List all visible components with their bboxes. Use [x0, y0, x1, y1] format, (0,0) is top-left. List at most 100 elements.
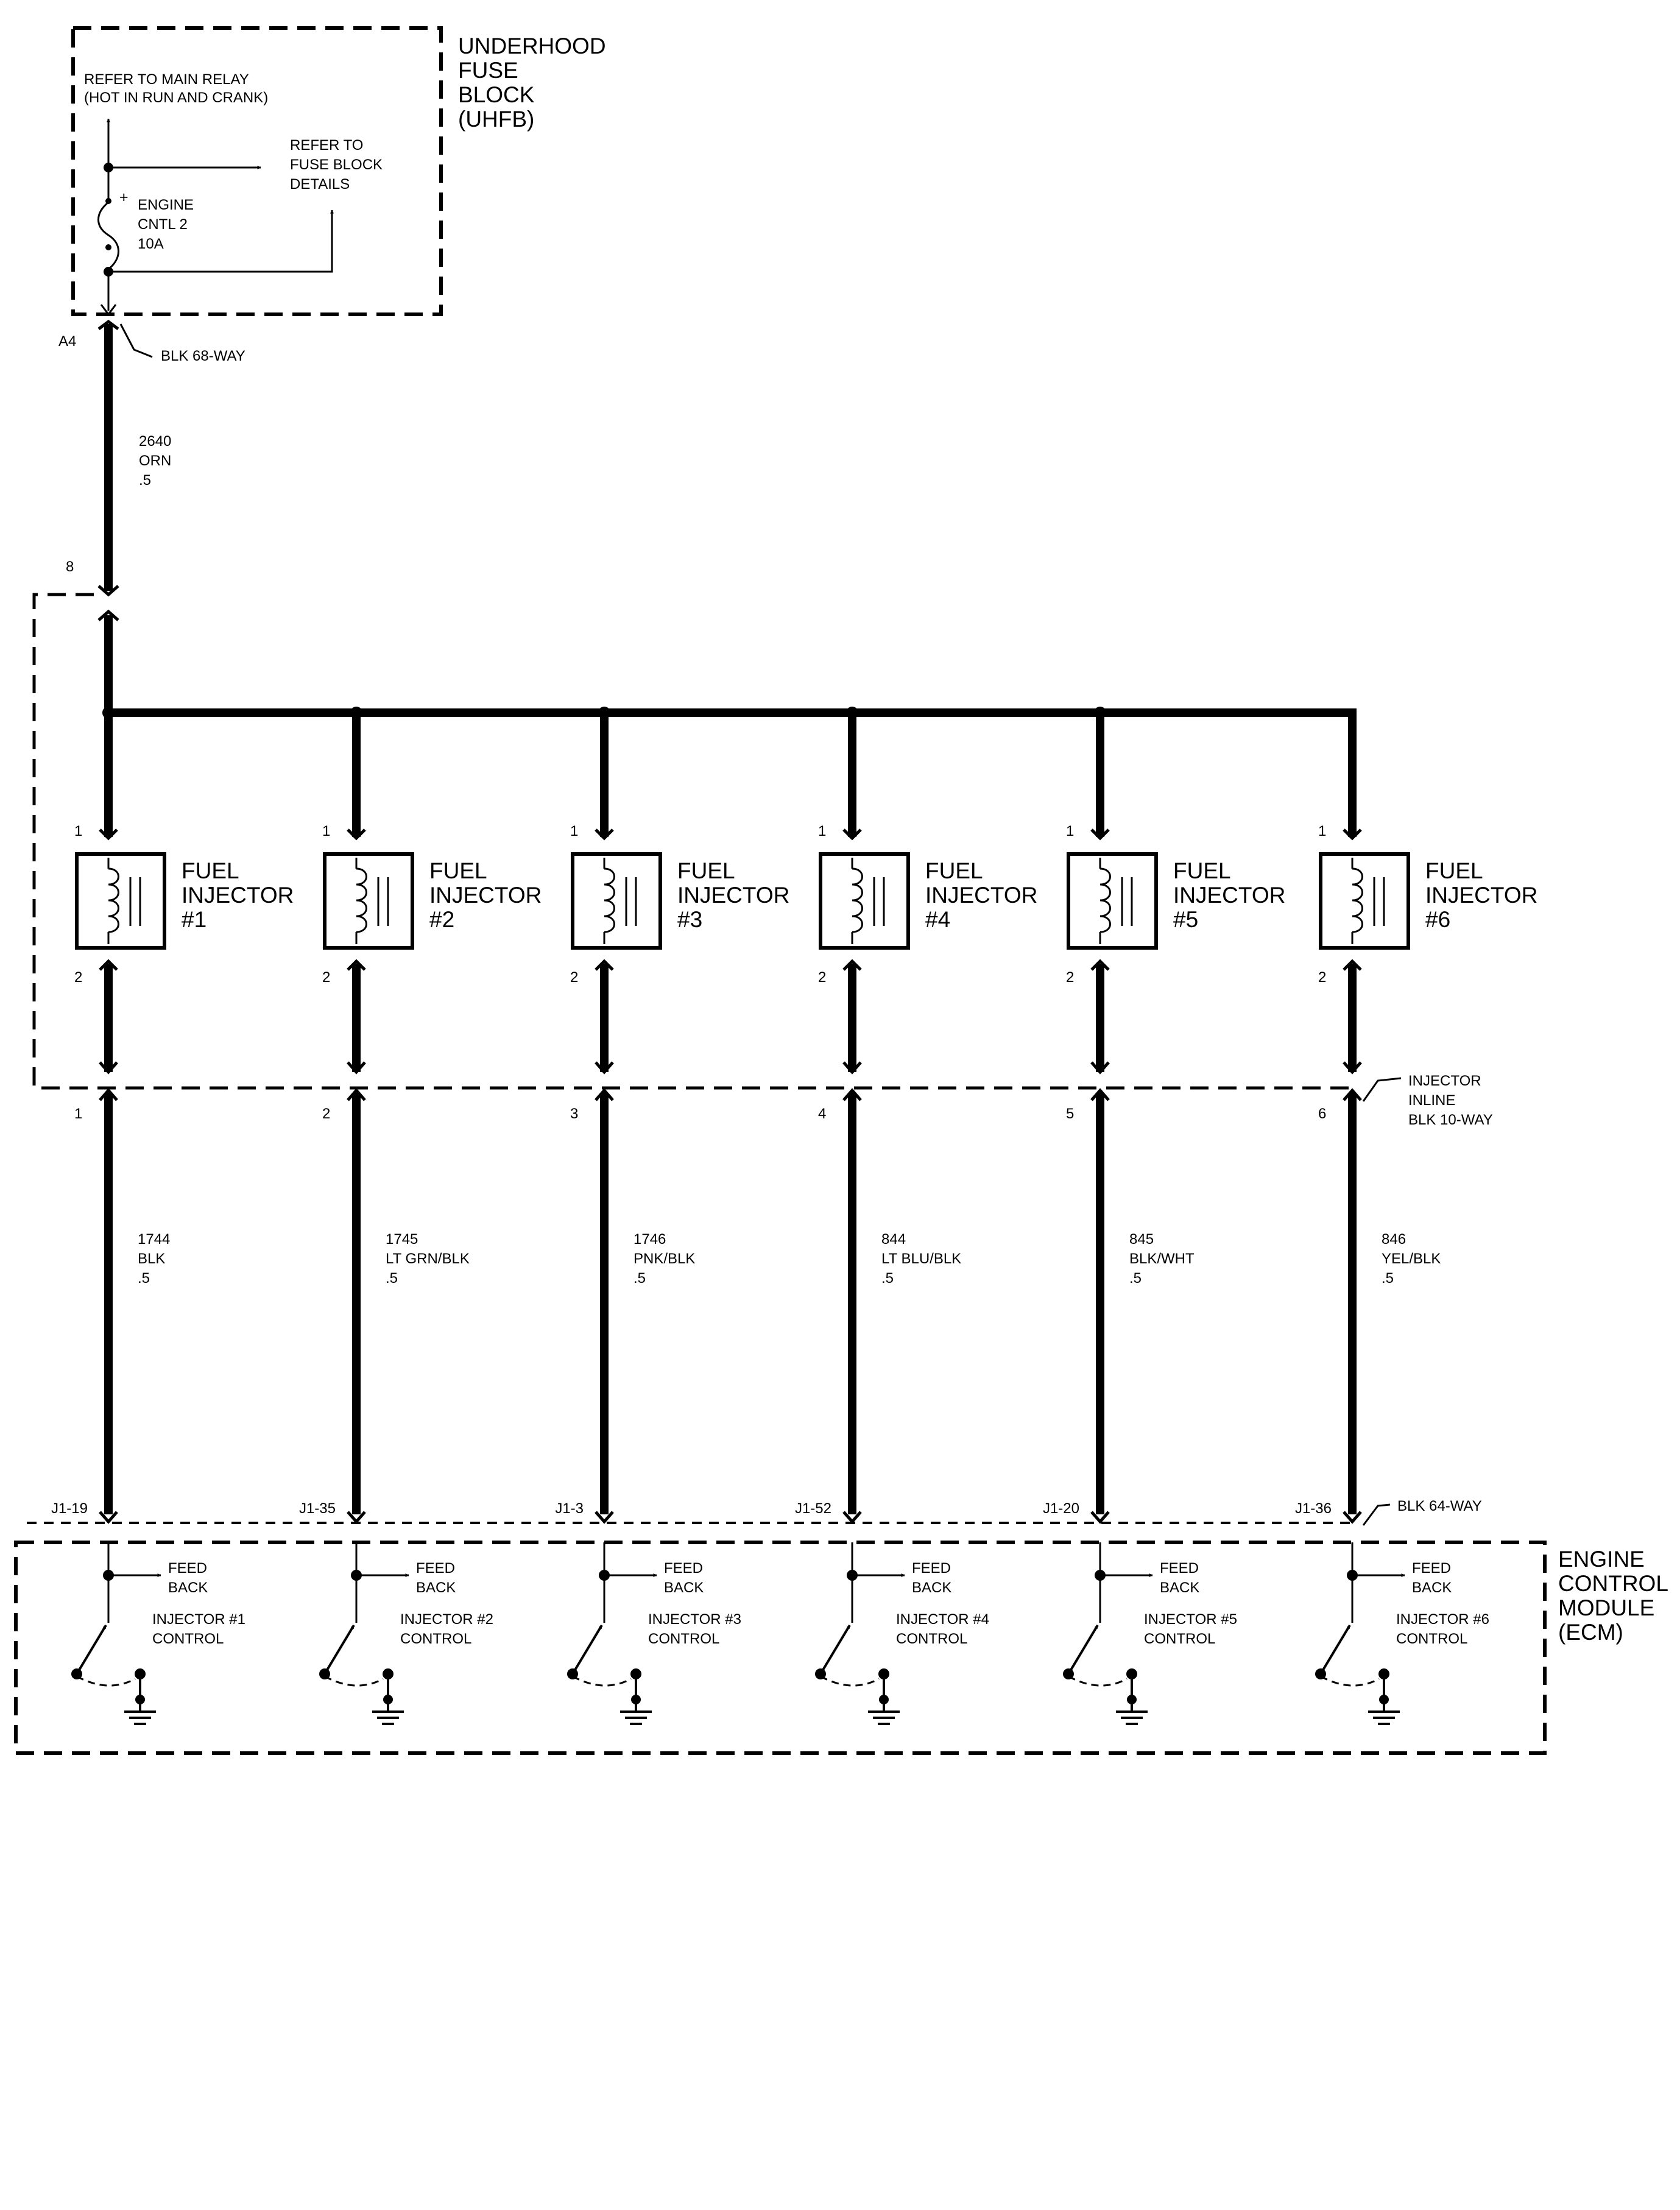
control-label-line-2: CONTROL [1396, 1631, 1467, 1647]
ecm-connector-chevron [595, 1511, 614, 1524]
ground-icon [868, 1710, 900, 1725]
driver-switch-dashed-link [76, 1675, 136, 1687]
control-label-line-1: INJECTOR #6 [1396, 1611, 1489, 1628]
control-wire-circuit: 1744 [138, 1231, 170, 1248]
feedback-node [847, 1570, 858, 1581]
injector-coil-icon [356, 867, 367, 933]
driver-switch-dashed-link [1068, 1675, 1128, 1687]
control-wire-gauge: .5 [1129, 1270, 1142, 1287]
injector-name-line-1: FUEL [429, 858, 487, 883]
feedback-label-line-1: FEED [912, 1560, 951, 1576]
control-label-line-1: INJECTOR #5 [1144, 1611, 1237, 1628]
injector-name-line-3: #6 [1425, 907, 1450, 932]
underhood-fuse-block: UNDERHOOD FUSE BLOCK (UHFB) REFER TO MAI… [58, 26, 606, 364]
inline-connector-line-1: INJECTOR [1408, 1073, 1481, 1089]
feed-wire-circuit: 2640 [139, 433, 171, 450]
injector-pin-2-chevron [99, 959, 118, 971]
injector-pin-1-chevron [842, 828, 862, 841]
driver-switch-dashed-link [820, 1675, 880, 1687]
feedback-label-line-2: BACK [416, 1580, 456, 1596]
injector-coil-icon [108, 867, 119, 933]
injector-name-line-1: FUEL [1173, 858, 1231, 883]
fuel-injector [75, 852, 166, 950]
injector-pin-out: 2 [74, 969, 82, 986]
inline-connector-chevron-down [1090, 1061, 1110, 1075]
inline-connector-chevron-down [595, 1061, 614, 1075]
control-wire-color: BLK/WHT [1129, 1251, 1195, 1267]
fuel-injector [1067, 852, 1158, 950]
injector-name-line-2: INJECTOR [429, 883, 542, 908]
ecm-title-line-3: MODULE [1558, 1595, 1654, 1620]
fuse-block-connector-leader [119, 323, 153, 358]
control-wire-circuit: 846 [1382, 1231, 1406, 1248]
injector-pin-out: 2 [322, 969, 330, 986]
fuel-injector [571, 852, 662, 950]
injector-name-line-2: INJECTOR [925, 883, 1037, 908]
fuse-block-title-line-1: UNDERHOOD [458, 34, 606, 58]
control-label-line-1: INJECTOR #3 [648, 1611, 741, 1628]
control-label-line-1: INJECTOR #1 [152, 1611, 245, 1628]
driver-switch-pivot [1063, 1668, 1074, 1679]
ground-node [879, 1695, 889, 1704]
control-wire-color: PNK/BLK [634, 1251, 695, 1267]
fuel-injector [323, 852, 414, 950]
driver-switch-pivot [815, 1668, 826, 1679]
fuse-block-title-line-3: BLOCK [458, 82, 535, 107]
feedback-label-line-2: BACK [912, 1580, 951, 1596]
injector-name-line-1: FUEL [1425, 858, 1483, 883]
ecm-connector-leader [1362, 1503, 1391, 1526]
injector-column-6: 1 FUEL INJECTOR #6 2 6 846 YEL/BLK .5 J1… [1295, 713, 1537, 1725]
injector-pin-2-chevron [595, 959, 614, 971]
inline-connector-chevron-down [1343, 1061, 1362, 1075]
driver-switch-blade [1067, 1624, 1099, 1675]
feedback-label-line-1: FEED [664, 1560, 703, 1576]
feed-wire-2640: 2640 ORN .5 8 [66, 319, 171, 621]
inline-pin: 3 [570, 1106, 578, 1122]
control-wire-circuit: 1745 [386, 1231, 418, 1248]
main-relay-ref-line-1: REFER TO MAIN RELAY [84, 71, 249, 88]
feedback-label-line-2: BACK [1412, 1580, 1452, 1596]
injector-name-line-1: FUEL [182, 858, 239, 883]
injector-coil-icon [604, 867, 615, 933]
injector-name-line-3: #4 [925, 907, 950, 932]
inline-connector-chevron-up [842, 1088, 862, 1101]
feedback-label-line-2: BACK [664, 1580, 704, 1596]
inline-connector-chevron-down [99, 1061, 118, 1075]
control-wire-circuit: 844 [881, 1231, 906, 1248]
ecm-title-line-4: (ECM) [1558, 1620, 1623, 1645]
injector-pin-1-chevron [1343, 828, 1362, 841]
driver-switch-dashed-link [1320, 1675, 1380, 1687]
injector-pin-in: 1 [322, 823, 330, 839]
inline-pin: 1 [74, 1106, 82, 1122]
feedback-label-line-1: FEED [1412, 1560, 1451, 1576]
fuse-label-line-1: ENGINE [138, 197, 194, 213]
injector-column-5: 1 FUEL INJECTOR #5 2 5 845 BLK/WHT .5 J1… [1043, 707, 1285, 1725]
injector-harness: INJECTOR INLINE BLK 10-WAY [32, 593, 1493, 1128]
inline-connector-chevron-up [347, 1088, 366, 1101]
control-wire-color: BLK [138, 1251, 165, 1267]
injector-pin-1-chevron [347, 828, 366, 841]
injector-coil-icon [1352, 867, 1363, 933]
injector-pin-out: 2 [1318, 969, 1326, 986]
driver-switch-blade [323, 1624, 355, 1675]
injector-name-line-2: INJECTOR [1173, 883, 1285, 908]
inline-connector-line-3: BLK 10-WAY [1408, 1112, 1493, 1128]
ground-node [1379, 1695, 1389, 1704]
fuse-block-title-line-2: FUSE [458, 58, 518, 83]
fuse-label-line-2: CNTL 2 [138, 216, 188, 233]
feedback-label-line-1: FEED [168, 1560, 207, 1576]
ecm-outline [14, 1541, 1547, 1755]
injector-pin-in: 1 [1318, 823, 1326, 839]
control-label-line-2: CONTROL [1144, 1631, 1215, 1647]
driver-switch-pivot [567, 1668, 578, 1679]
fuel-injector [1319, 852, 1410, 950]
feed-wire-color: ORN [139, 453, 171, 469]
control-wire-gauge: .5 [386, 1270, 398, 1287]
control-wire-gauge: .5 [634, 1270, 646, 1287]
inline-connector-leader [1362, 1077, 1402, 1102]
feedback-label-line-1: FEED [1160, 1560, 1199, 1576]
injector-name-line-3: #5 [1173, 907, 1198, 932]
injector-pin-in: 1 [74, 823, 82, 839]
fuse-engine-cntl-2 [97, 201, 119, 270]
control-label-line-1: INJECTOR #2 [400, 1611, 493, 1628]
